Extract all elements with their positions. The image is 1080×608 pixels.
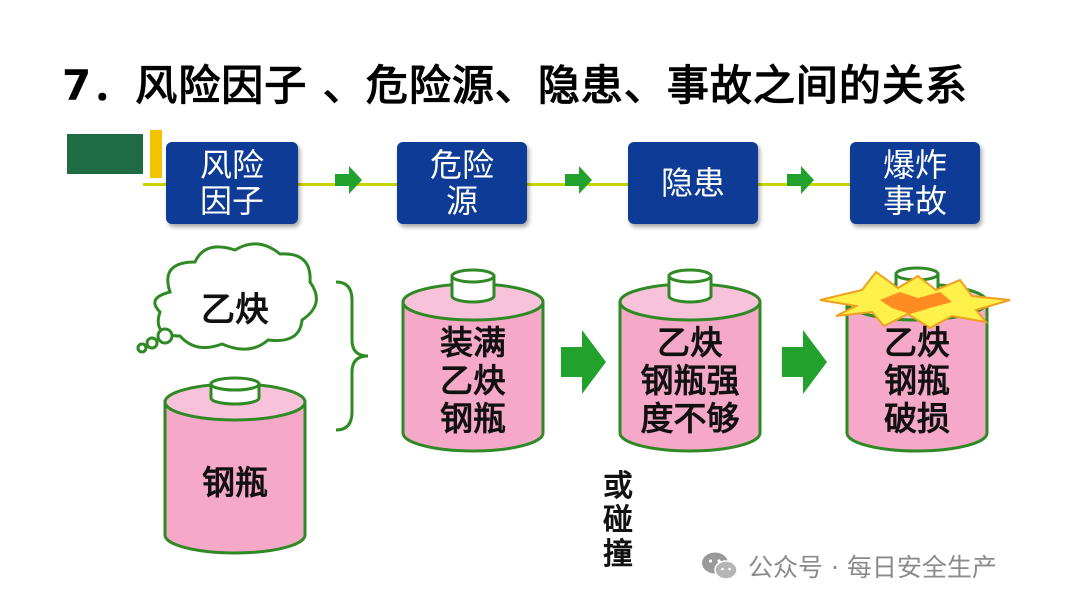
arrow-icon: [335, 166, 362, 194]
stage-label-risk-factor: 风险 因子: [199, 146, 264, 220]
cylinder-steel: [163, 376, 307, 555]
decorative-yellow-bar: [150, 130, 162, 178]
stage-box-hazard-source: 危险 源: [397, 142, 527, 224]
arrow-icon: [782, 330, 827, 394]
stage-box-risk-factor: 风险 因子: [166, 142, 298, 224]
arrow-icon: [561, 330, 606, 394]
stage-label-explosion-accident: 爆炸 事故: [882, 146, 947, 220]
wechat-icon: [702, 552, 738, 580]
cylinder-label-full-acetylene: 装满 乙炔 钢瓶: [440, 323, 506, 438]
arrow-icon: [787, 166, 814, 194]
cloud-label: 乙炔: [201, 290, 269, 330]
stage-label-hidden-danger: 隐患: [660, 164, 725, 202]
decorative-green-block: [67, 134, 143, 174]
cylinder-weak: [618, 268, 762, 453]
stage-box-explosion-accident: 爆炸 事故: [850, 142, 980, 224]
slide-title: 7．风险因子 、危险源、隐患、事故之间的关系: [62, 61, 968, 110]
cylinder-label-steel: 钢瓶: [202, 463, 268, 502]
cylinder-full-acetylene: [401, 268, 545, 453]
or-collision-label: 或 碰 撞: [603, 469, 633, 572]
explosion-icon: [819, 270, 1011, 330]
watermark-text: 公众号 · 每日安全生产: [748, 553, 997, 582]
cloud-icon: [136, 242, 318, 354]
watermark: 公众号 · 每日安全生产: [700, 548, 997, 584]
arrow-icon: [565, 166, 592, 194]
brace-icon: [335, 280, 369, 432]
stage-box-hidden-danger: 隐患: [628, 142, 758, 224]
stage-label-hazard-source: 危险 源: [429, 146, 494, 220]
cylinder-label-damaged: 乙炔 钢瓶 破损: [884, 323, 950, 438]
cylinder-label-weak: 乙炔 钢瓶强 度不够: [640, 323, 740, 438]
